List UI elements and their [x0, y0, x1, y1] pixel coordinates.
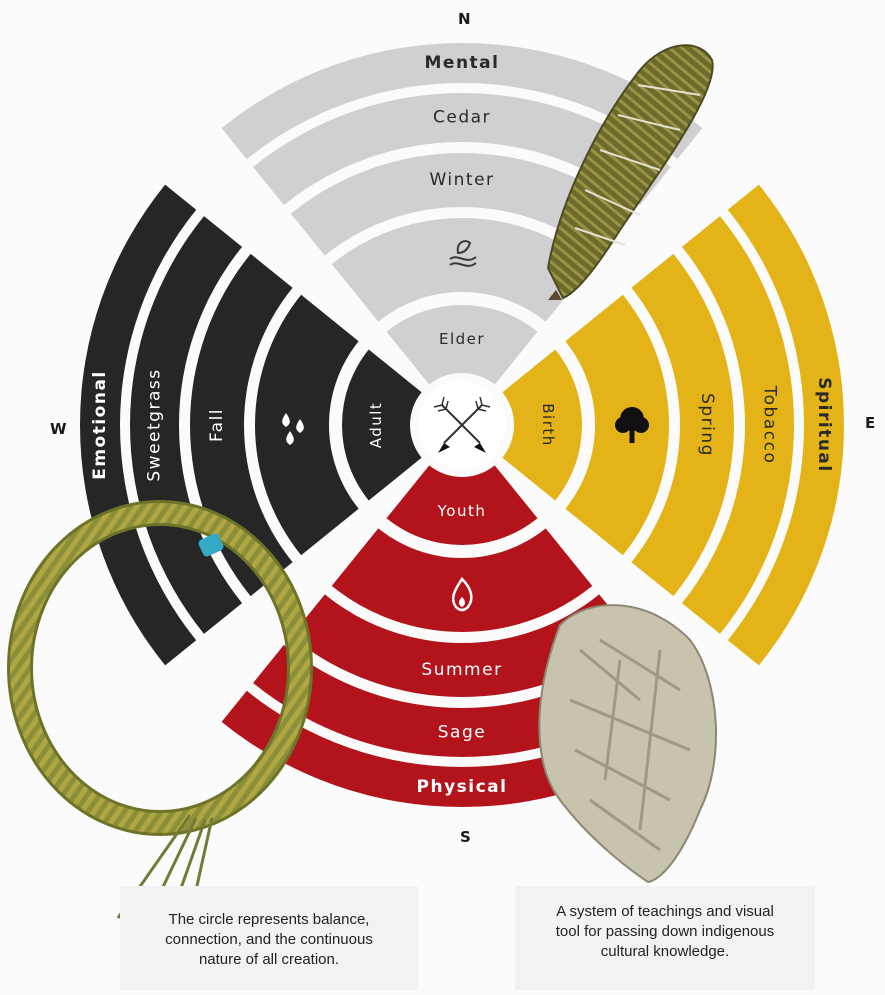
label-life-stage-east: Birth: [539, 403, 557, 447]
label-season-west: Fall: [207, 408, 227, 442]
label-life-stage-south: Youth: [437, 502, 487, 520]
label-season-south: Summer: [421, 660, 502, 680]
label-season-north: Winter: [429, 170, 494, 190]
sage-bundle: [539, 605, 716, 882]
label-medicine-west: Sweetgrass: [145, 368, 165, 481]
caption-left: The circle represents balance, connectio…: [120, 886, 418, 990]
caption-right-line-3: cultural knowledge.: [515, 942, 815, 962]
label-life-stage-north: Elder: [439, 330, 485, 348]
label-outer-north: Mental: [425, 53, 500, 73]
label-life-stage-west: Adult: [367, 402, 385, 449]
caption-right-line-1: A system of teachings and visual: [515, 902, 815, 922]
caption-left-line-2: connection, and the continuous: [120, 930, 418, 950]
wheel-icons: [282, 241, 649, 610]
label-outer-south: Physical: [417, 777, 508, 797]
label-outer-west: Emotional: [90, 370, 110, 480]
label-medicine-east: Tobacco: [760, 385, 780, 465]
label-medicine-north: Cedar: [433, 108, 491, 128]
caption-left-line-3: nature of all creation.: [120, 950, 418, 970]
label-outer-east: Spiritual: [814, 377, 834, 472]
caption-right: A system of teachings and visual tool fo…: [515, 886, 815, 990]
label-season-east: Spring: [697, 393, 717, 457]
label-medicine-south: Sage: [438, 723, 486, 743]
caption-left-line-1: The circle represents balance,: [120, 910, 418, 930]
caption-right-line-2: tool for passing down indigenous: [515, 922, 815, 942]
